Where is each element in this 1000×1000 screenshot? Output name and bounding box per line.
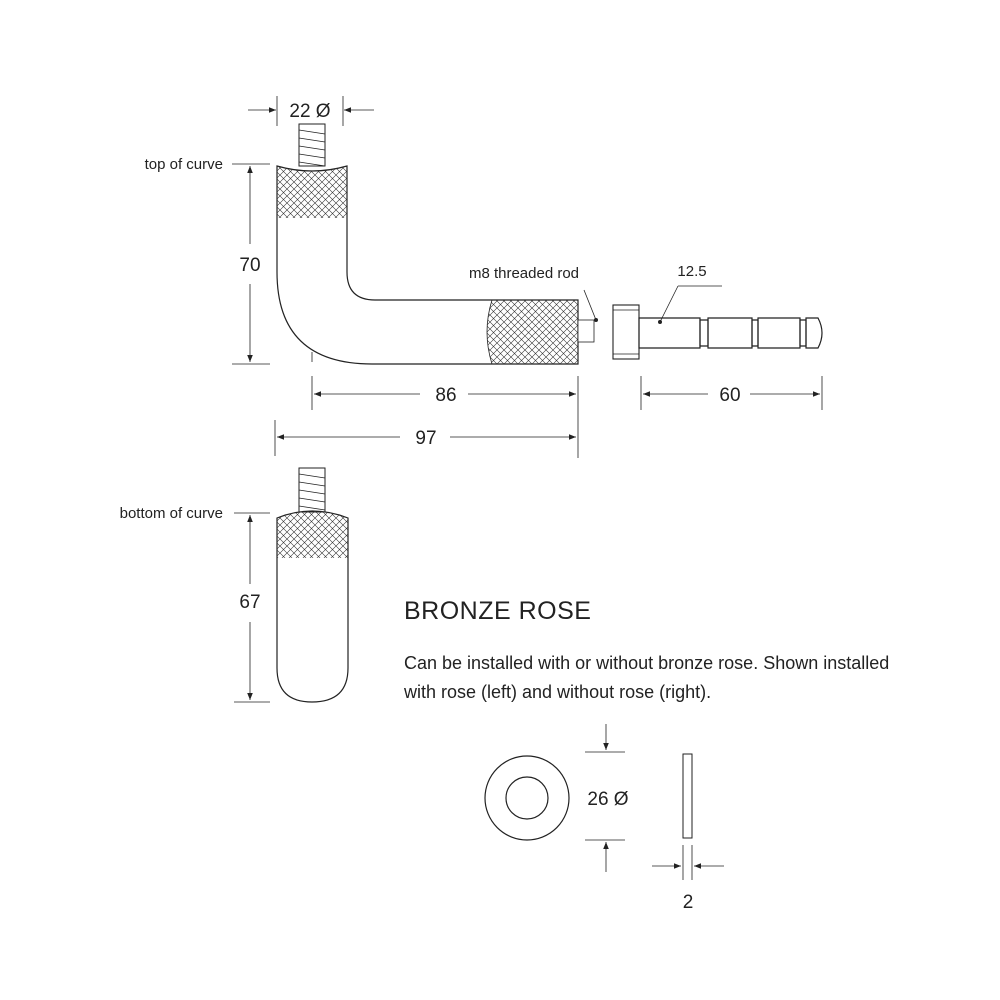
height-70-label: 70 [239,255,260,276]
bronze-rose-title: BRONZE ROSE [404,597,591,625]
length-86-label: 86 [435,385,456,406]
diameter-22-label: 22 Ø [289,101,330,122]
top-lever-view [276,123,598,365]
rod-stub [577,319,595,343]
lever-body-outline [276,165,579,365]
length-97-label: 97 [415,428,436,449]
m8-rod-label: m8 threaded rod [469,265,579,282]
spindle-60-label: 60 [719,385,740,406]
top-knurl-grip [277,166,347,218]
bottom-of-curve-label: bottom of curve [120,505,223,522]
rose-description-line-1: Can be installed with or without bronze … [404,653,889,673]
rose-description-line-2: with rose (left) and without rose (right… [403,682,711,702]
bottom-knurl-grip [277,511,348,558]
rose-front-view [484,755,570,841]
end-knurl-grip [486,299,579,365]
rose-diameter-label: 26 Ø [587,789,628,810]
spindle-part [612,285,823,360]
dimension-lines-top [232,96,823,458]
rose-thickness-label: 2 [683,892,694,913]
top-threaded-stud [298,123,326,167]
bottom-threaded-stud [298,467,326,513]
top-of-curve-label: top of curve [145,156,223,173]
bottom-lever-view [234,467,349,703]
spindle-12-5-label: 12.5 [677,263,706,280]
dimension-lines-rose [585,724,724,880]
rose-side-view [682,753,693,839]
height-67-label: 67 [239,592,260,613]
